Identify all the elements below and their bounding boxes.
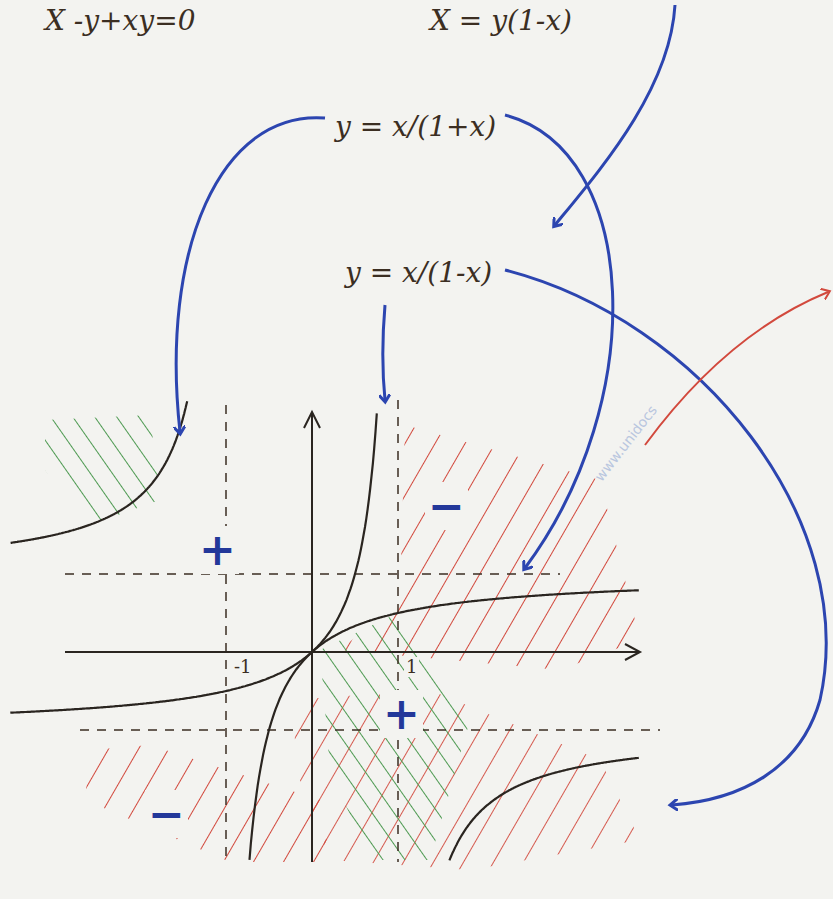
function-label: y = x/(1-x) <box>345 258 492 289</box>
sign-marker: + <box>380 690 423 738</box>
x-axis <box>65 651 640 653</box>
sign-marker: − <box>145 790 188 838</box>
watermark: www.unidocs <box>592 403 661 485</box>
y-axis <box>311 412 313 862</box>
axis-arrow <box>625 644 640 660</box>
tick-label: -1 <box>232 657 254 677</box>
tick-label: 1 <box>404 657 419 677</box>
asymptote <box>397 400 399 862</box>
pointer-arrow <box>505 270 826 805</box>
function-curve <box>11 401 188 543</box>
asymptote <box>80 729 660 731</box>
sign-marker: + <box>196 526 239 574</box>
equation: X = y(1-x) <box>430 6 572 37</box>
asymptote <box>225 405 227 862</box>
positive-region <box>45 415 160 525</box>
negative-region <box>85 745 330 862</box>
axis-arrow <box>304 412 320 428</box>
pointer-arrow <box>176 118 325 432</box>
equation: X -y+xy=0 <box>45 6 195 37</box>
pointer-arrow <box>505 115 613 568</box>
function-curve <box>250 590 639 860</box>
pointer-arrow <box>555 5 675 225</box>
function-label: y = x/(1+x) <box>335 112 496 143</box>
function-curve <box>449 758 638 861</box>
positive-region <box>320 612 470 860</box>
pointer-arrow <box>645 292 828 445</box>
sign-marker: − <box>425 482 468 530</box>
pointer-arrow <box>383 305 385 400</box>
function-curve <box>10 413 377 712</box>
